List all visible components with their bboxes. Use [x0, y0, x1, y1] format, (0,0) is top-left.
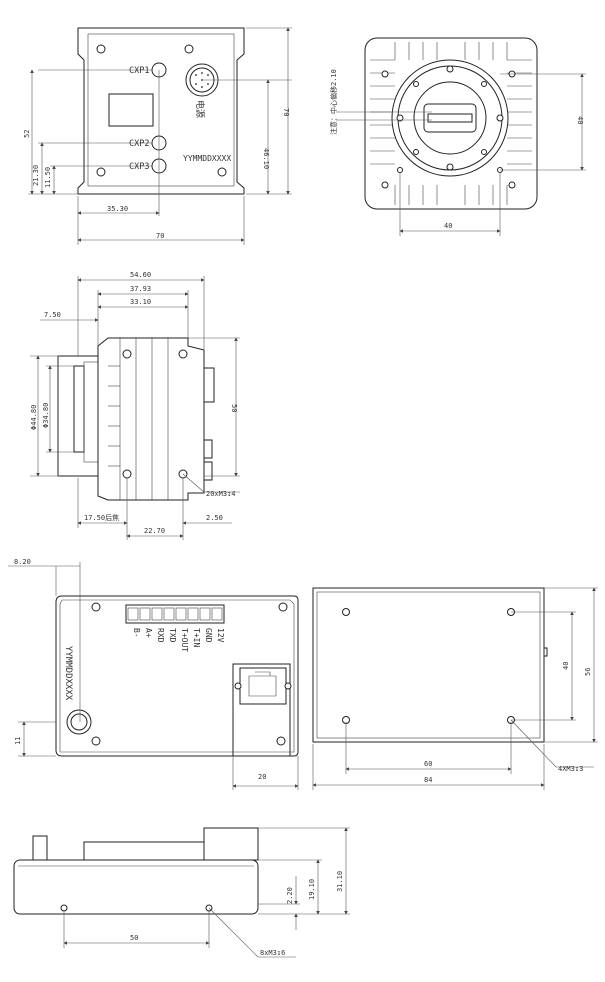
lower-dim-19-10: 19.10 — [308, 879, 316, 900]
center-offset-note: 注意：中心偏移2.10 — [329, 69, 338, 135]
side-dim-33-10: 33.10 — [130, 298, 151, 306]
dim-46-10: 46.10 — [262, 148, 270, 169]
connector-pin-label: T+OUT — [180, 628, 189, 652]
dim-11-50: 11.50 — [44, 167, 52, 188]
side-dim-17-50: 17.50后焦 — [84, 513, 119, 522]
cxp1-label: CXP1 — [129, 66, 149, 76]
lower-view: 2.20 19.10 31.10 50 8xM3↧6 — [13, 827, 350, 958]
connector-pin-label: GND — [204, 628, 213, 643]
cxp2-label: CXP2 — [129, 139, 149, 149]
back-view: 8.20 11 20 YYMMDDXXXX 12VGNDT+INT+OUTTXD… — [8, 558, 299, 790]
side-dim-54-60: 54.60 — [130, 271, 151, 279]
side-dim-phi-34-80: Φ34.80 — [42, 403, 50, 428]
side-dim-2-50: 2.50 — [206, 514, 223, 522]
lower-thread-note: 8xM3↧6 — [260, 949, 285, 957]
lens-view: 注意：中心偏移2.10 40 40 — [329, 37, 586, 236]
side-thread-note: 20xM3↧4 — [206, 490, 236, 498]
side-dim-22-70: 22.70 — [144, 527, 165, 535]
plate-dim-56: 56 — [584, 668, 592, 676]
front-view: CXP1 CXP2 CXP3 电源 YYMMDDXXXX 52 21.30 11… — [23, 27, 292, 245]
side-view: 54.60 37.93 33.10 7.50 Φ44.80 Φ34.80 50 … — [30, 271, 240, 540]
side-dim-phi-44-80: Φ44.80 — [30, 405, 38, 430]
lower-dim-31-10: 31.10 — [336, 871, 344, 892]
connector-pin-label: 12V — [216, 628, 225, 643]
power-label: 电源 — [194, 100, 206, 118]
back-dim-8-20: 8.20 — [14, 558, 31, 566]
back-dim-20: 20 — [258, 773, 266, 781]
side-dim-50: 50 — [230, 404, 238, 412]
back-dim-11: 11 — [14, 737, 22, 745]
side-dim-37-93: 37.93 — [130, 285, 151, 293]
connector-pin-label: T+IN — [192, 628, 201, 647]
plate-dim-60: 60 — [424, 760, 432, 768]
side-dim-7-50: 7.50 — [44, 311, 61, 319]
back-serial-label: YYMMDDXXXX — [63, 646, 73, 701]
connector-pin-label: B- — [132, 628, 141, 638]
connector-pin-label: A+ — [144, 628, 153, 638]
dim-70-vertical: 70 — [282, 108, 290, 116]
plate-thread-note: 4XM3↧3 — [558, 765, 583, 773]
plate-dim-40: 40 — [562, 662, 570, 670]
dim-21-30: 21.30 — [32, 165, 40, 186]
connector-pin-label: RXD — [156, 628, 165, 643]
bottom-plate-view: 40 56 60 84 4XM3↧3 — [312, 587, 598, 790]
connector-pin-label: TXD — [168, 628, 177, 643]
plate-dim-84: 84 — [424, 776, 432, 784]
cxp3-label: CXP3 — [129, 162, 149, 172]
dim-35-30: 35.30 — [107, 205, 128, 213]
lens-dim-40-horizontal: 40 — [444, 222, 452, 230]
lower-dim-50: 50 — [130, 934, 138, 942]
dim-70-horizontal: 70 — [156, 232, 164, 240]
front-serial-label: YYMMDDXXXX — [183, 154, 231, 163]
lens-dim-40-vertical: 40 — [576, 116, 584, 124]
dim-52: 52 — [23, 130, 31, 138]
lower-dim-2-20: 2.20 — [286, 887, 294, 904]
